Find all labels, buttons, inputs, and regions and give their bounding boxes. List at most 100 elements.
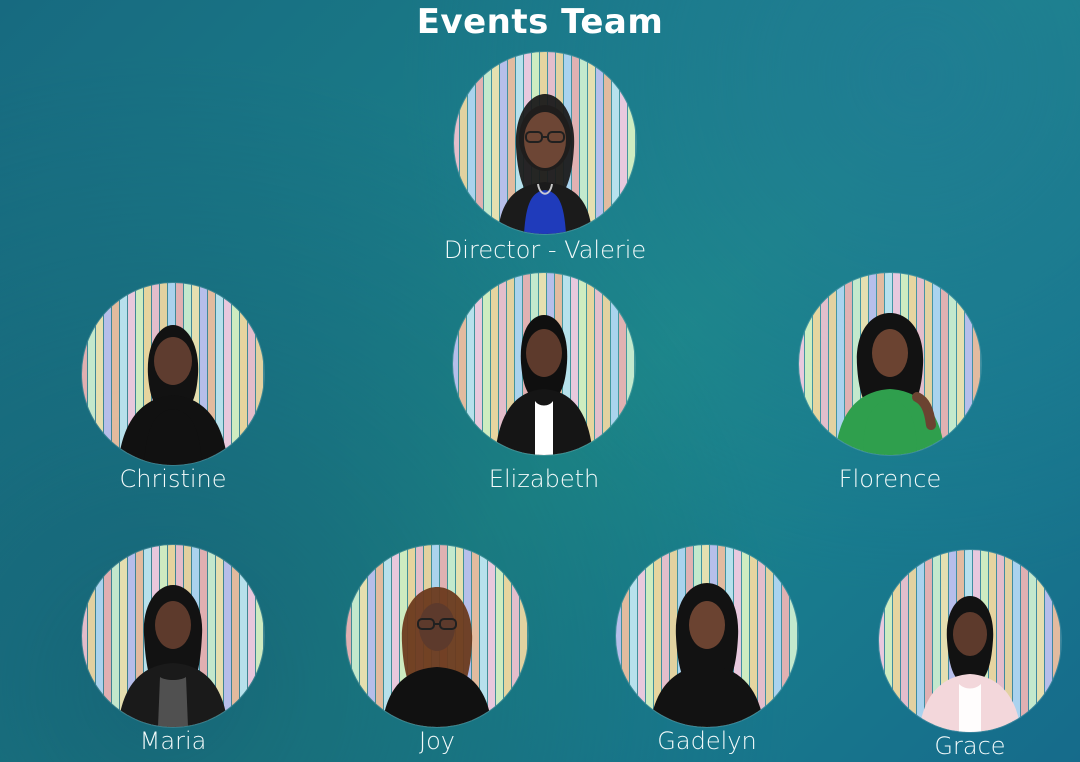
stripe [965,273,972,455]
stripe [646,545,653,727]
stripe [758,545,765,727]
stripe [492,52,499,234]
stripe [104,545,111,727]
stripe [491,273,498,455]
stripe [901,550,908,732]
stripe [630,545,637,727]
stripe [128,283,135,465]
stripe [579,273,586,455]
stripe [232,283,239,465]
stripe [774,545,781,727]
stripe [136,283,143,465]
stripe [476,52,483,234]
profile-photo [454,52,636,234]
stripe [384,545,391,727]
stripe [360,545,367,727]
stripe [604,52,611,234]
stripe [200,545,207,727]
stripe [475,273,482,455]
person-silhouette [382,587,492,727]
stripe [622,545,629,727]
stripe [611,273,618,455]
stripe [88,545,95,727]
stripe [467,273,474,455]
stripe [112,545,119,727]
profile-photo [346,545,528,727]
stripe [96,545,103,727]
profile-photo [879,550,1061,732]
person-photo-illustration [346,545,528,727]
profile-photo [82,283,264,465]
stripe [588,52,595,234]
page-title: Events Team [416,2,664,42]
stripe [499,273,506,455]
stripe [82,545,87,727]
stripe [821,273,828,455]
stripe [459,273,466,455]
person-silhouette [118,585,228,727]
stripe [1045,550,1052,732]
stripe [587,273,594,455]
stripe [248,283,255,465]
stripe [496,545,503,727]
profile-photo [453,273,635,455]
stripe [612,52,619,234]
stripe [628,52,635,234]
stripe [508,52,515,234]
stripe [933,273,940,455]
stripe [112,283,119,465]
stripe [941,550,948,732]
stripe [224,283,231,465]
stripe [460,52,467,234]
team-member-gadelyn: Gadelyn [587,545,827,762]
team-member-elizabeth: Elizabeth [424,273,664,503]
stripe [120,283,127,465]
stripe [595,273,602,455]
stripe [742,545,749,727]
stripe [837,273,844,455]
profile-photo [799,273,981,455]
stripe [346,545,351,727]
member-name: Director - Valerie [443,236,647,264]
stripe [488,545,495,727]
stripe [232,545,239,727]
stripe [603,273,610,455]
member-name: Maria [139,727,207,755]
stripe [627,273,634,455]
stripe [208,545,215,727]
stripe [352,545,359,727]
stripe-background [82,545,264,727]
stripe [453,273,458,455]
person-photo-illustration [879,550,1061,732]
person-photo-illustration [616,545,798,727]
team-member-christine: Christine [53,283,293,513]
stripe [512,545,519,727]
stripe [504,545,511,727]
member-name: Florence [838,465,942,493]
person-photo-illustration [799,273,981,455]
person-photo-illustration [454,52,636,234]
team-member-florence: Florence [770,273,1010,503]
person-silhouette [118,325,228,465]
stripe [845,273,852,455]
stripe [1013,550,1020,732]
stripe [829,273,836,455]
stripe [256,545,263,727]
stripe [572,52,579,234]
stripe [799,273,804,455]
stripe [925,273,932,455]
stripe [472,545,479,727]
member-name: Joy [419,727,455,755]
stripe [805,273,812,455]
stripe [949,273,956,455]
stripe [879,550,884,732]
stripe [483,273,490,455]
person-photo-illustration [453,273,635,455]
person-photo-illustration [82,545,264,727]
stripe [925,550,932,732]
stripe [240,545,247,727]
stripe [96,283,103,465]
stripe [136,545,143,727]
stripe [454,52,459,234]
team-member-maria: Maria [53,545,293,762]
